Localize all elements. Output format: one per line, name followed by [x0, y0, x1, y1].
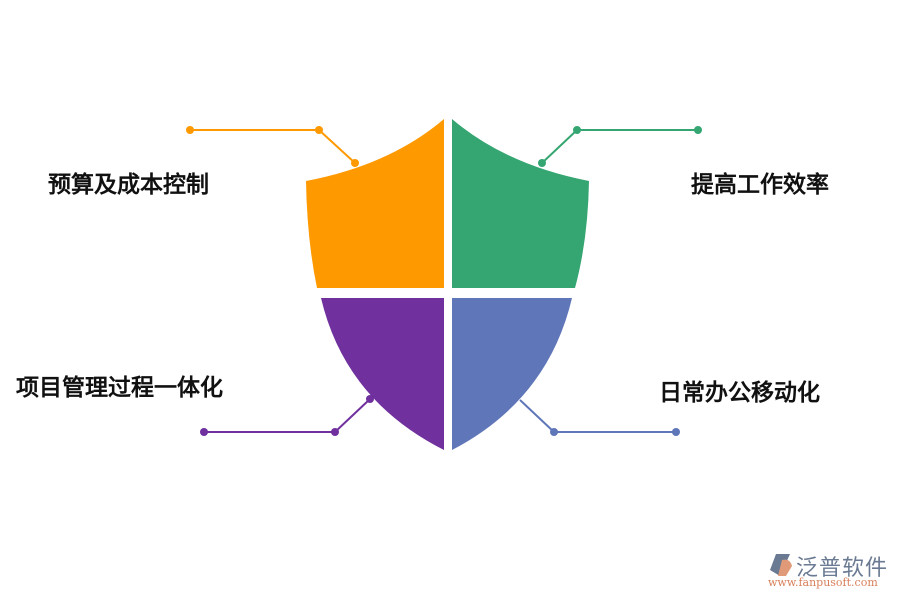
label-bottom-left: 项目管理过程一体化	[16, 375, 223, 401]
brand-logo: 泛普软件 www.fanpusoft.com	[766, 552, 896, 592]
logo-name: 泛普软件	[796, 556, 889, 581]
label-top-left: 预算及成本控制	[48, 172, 209, 198]
connector-top-right	[538, 126, 702, 167]
shield-quadrant-top-left	[306, 119, 444, 288]
logo-icon	[770, 554, 792, 576]
label-top-right: 提高工作效率	[691, 172, 829, 198]
connector-top-left	[186, 126, 359, 167]
shield-quadrant-top-right	[452, 119, 589, 288]
connector-bottom-left	[200, 395, 374, 436]
logo-url: www.fanpusoft.com	[768, 576, 878, 589]
connector-bottom-right	[519, 399, 680, 436]
shield-quadrant-bottom-left	[321, 298, 444, 450]
shield-quadrant-bottom-right	[452, 298, 572, 450]
label-bottom-right: 日常办公移动化	[659, 380, 820, 406]
